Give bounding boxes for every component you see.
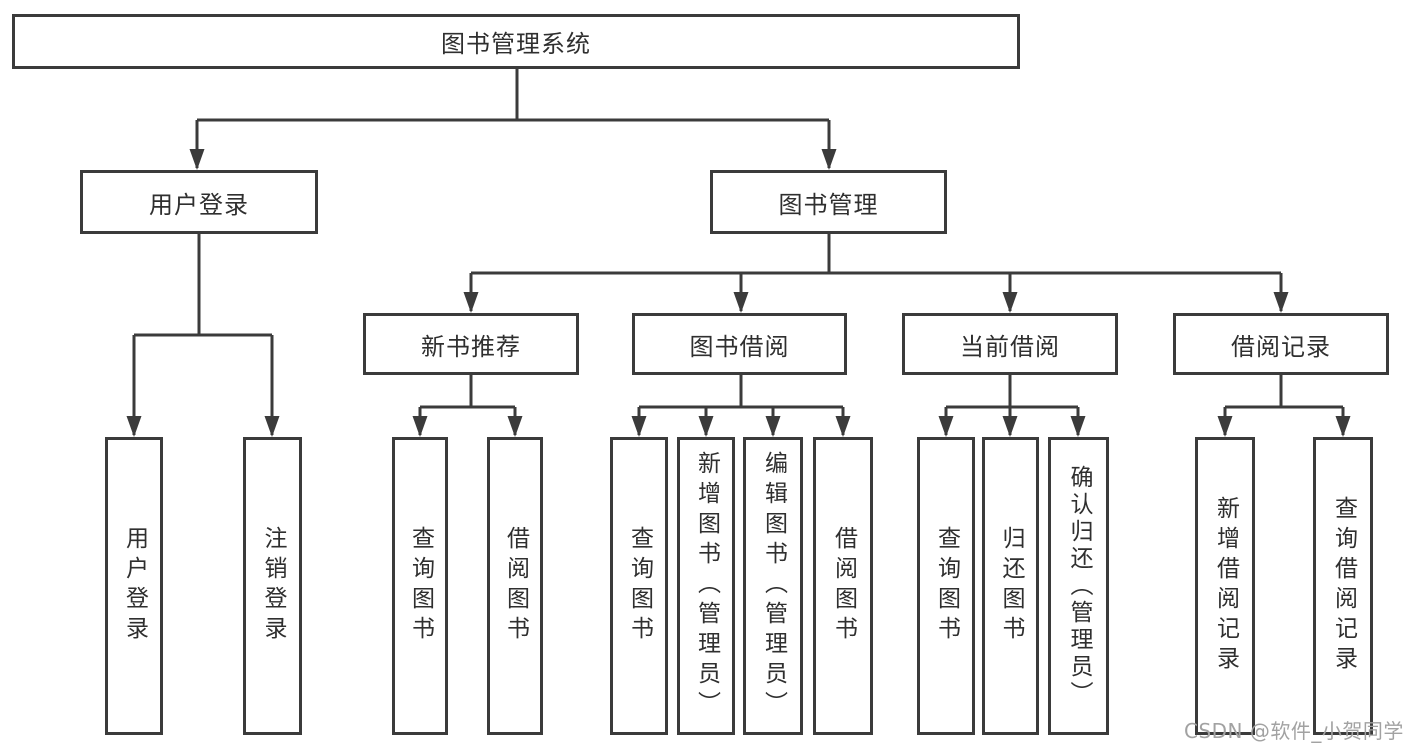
- leaf-query-books-recommend: 查询图书: [392, 437, 448, 735]
- connector-lines: [132, 69, 1345, 435]
- leaf-label: 用户登录: [121, 526, 148, 646]
- leaf-confirm-return-admin: 确认归还（管理员）: [1048, 437, 1109, 735]
- node-new-book-recommendation: 新书推荐: [363, 313, 579, 375]
- leaf-add-borrow-record: 新增借阅记录: [1195, 437, 1255, 735]
- leaf-label: 借阅图书: [830, 526, 857, 646]
- leaf-borrow-books-recommend: 借阅图书: [487, 437, 543, 735]
- node-label: 当前借阅: [960, 332, 1060, 361]
- leaf-label: 查询图书: [933, 526, 960, 646]
- leaf-logout: 注销登录: [243, 437, 302, 735]
- node-book-borrowing: 图书借阅: [632, 313, 847, 375]
- leaf-label: 新增借阅记录: [1212, 496, 1239, 676]
- leaf-label: 编辑图书（管理员）: [760, 451, 787, 721]
- leaf-label: 新增图书（管理员）: [693, 451, 720, 721]
- leaf-query-borrow-record: 查询借阅记录: [1313, 437, 1373, 735]
- leaf-user-login: 用户登录: [105, 437, 163, 735]
- leaf-label: 借阅图书: [502, 526, 529, 646]
- arrowheads: [126, 149, 1351, 437]
- leaf-label: 查询图书: [407, 526, 434, 646]
- leaf-add-book-admin: 新增图书（管理员）: [677, 437, 735, 735]
- node-label: 新书推荐: [421, 332, 521, 361]
- node-label: 图书管理: [778, 190, 879, 219]
- leaf-label: 归还图书: [998, 526, 1024, 646]
- leaf-query-books-borrowing: 查询图书: [610, 437, 668, 735]
- node-current-borrowing: 当前借阅: [902, 313, 1118, 375]
- leaf-label: 查询图书: [626, 526, 653, 646]
- leaf-edit-book-admin: 编辑图书（管理员）: [743, 437, 803, 735]
- node-label: 借阅记录: [1231, 332, 1331, 361]
- node-book-management: 图书管理: [710, 170, 947, 234]
- node-user-login: 用户登录: [80, 170, 318, 234]
- node-borrowing-records: 借阅记录: [1173, 313, 1389, 375]
- leaf-query-books-current: 查询图书: [917, 437, 975, 735]
- node-label: 图书管理系统: [441, 30, 591, 58]
- node-label: 用户登录: [149, 190, 249, 219]
- leaf-borrow-books: 借阅图书: [813, 437, 873, 735]
- csdn-watermark: CSDN @软件_小贺同学: [1184, 719, 1404, 743]
- leaf-label: 注销登录: [260, 526, 286, 646]
- node-library-management-system: 图书管理系统: [12, 14, 1020, 69]
- leaf-label: 确认归还（管理员）: [1066, 464, 1092, 708]
- leaf-label: 查询借阅记录: [1330, 496, 1357, 676]
- node-label: 图书借阅: [689, 332, 790, 361]
- leaf-return-book: 归还图书: [982, 437, 1039, 735]
